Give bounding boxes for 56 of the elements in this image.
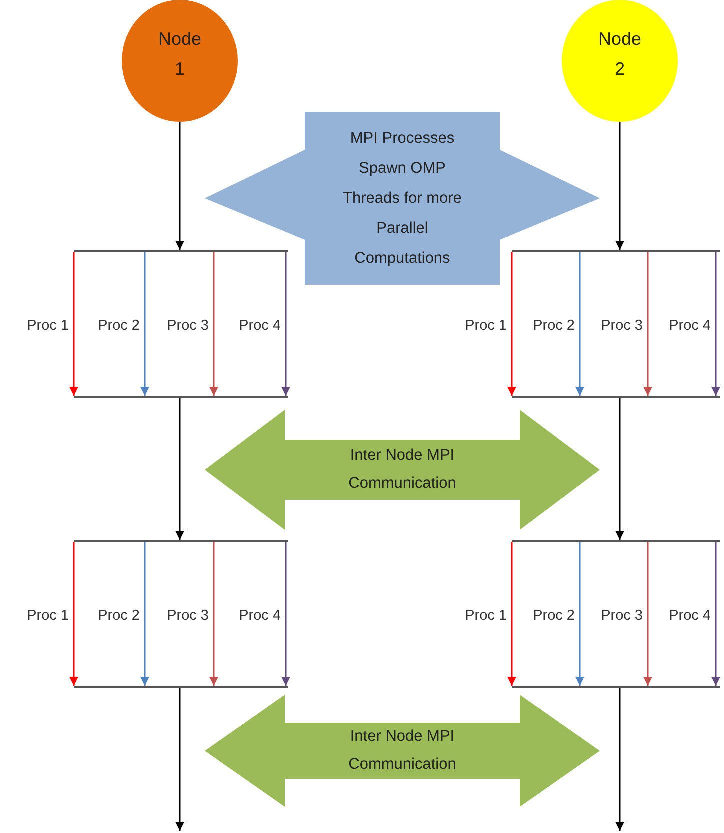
arrow xyxy=(70,542,78,686)
bar-line xyxy=(74,540,288,542)
process-label: Proc 4 xyxy=(239,318,281,334)
process-label: Proc 1 xyxy=(27,608,69,624)
process-label: Proc 3 xyxy=(601,608,643,624)
arrow xyxy=(176,398,184,540)
arrow xyxy=(616,122,624,250)
node-circle xyxy=(562,0,678,122)
bar-line xyxy=(74,250,288,252)
arrow xyxy=(140,542,150,686)
arrow xyxy=(576,542,584,686)
process-label: Proc 1 xyxy=(27,318,69,334)
process-label: Proc 1 xyxy=(465,318,507,334)
process-label: Proc 3 xyxy=(167,608,209,624)
process-label: Proc 2 xyxy=(98,318,140,334)
bar-line xyxy=(74,396,288,398)
callout-text: Inter Node MPI Communication xyxy=(348,727,458,775)
arrow xyxy=(70,252,78,396)
process-label: Proc 3 xyxy=(601,318,643,334)
process-label: Proc 2 xyxy=(533,608,575,624)
callout-text: Inter Node MPI Communication xyxy=(348,446,458,494)
process-label: Proc 4 xyxy=(669,608,711,624)
bar-line xyxy=(512,396,720,398)
double-arrow-callout xyxy=(205,112,600,285)
node-circle xyxy=(122,0,238,122)
node-label: Node 2 xyxy=(597,28,643,81)
double-arrow-callout xyxy=(205,695,600,807)
node-label: Node 1 xyxy=(157,28,203,81)
process-label: Proc 1 xyxy=(465,608,507,624)
process-label: Proc 2 xyxy=(98,608,140,624)
arrow xyxy=(616,688,624,831)
arrow xyxy=(508,542,516,686)
arrow xyxy=(712,252,720,396)
arrow xyxy=(140,252,150,396)
arrow xyxy=(712,542,720,686)
arrow xyxy=(282,542,290,686)
arrow xyxy=(210,252,218,396)
arrow xyxy=(616,398,624,540)
arrow xyxy=(644,252,652,396)
arrow xyxy=(576,252,584,396)
process-label: Proc 4 xyxy=(669,318,711,334)
double-arrow-callout xyxy=(205,410,600,530)
bar-line xyxy=(74,686,288,688)
arrow xyxy=(176,122,184,250)
arrow xyxy=(644,542,652,686)
bar-line xyxy=(512,540,720,542)
arrow xyxy=(210,542,218,686)
bar-line xyxy=(512,686,720,688)
arrow xyxy=(282,252,290,396)
callout-text: MPI Processes Spawn OMP Threads for more Parallel Computations xyxy=(342,129,463,269)
process-label: Proc 3 xyxy=(167,318,209,334)
process-label: Proc 2 xyxy=(533,318,575,334)
arrow xyxy=(508,252,516,396)
process-label: Proc 4 xyxy=(239,608,281,624)
bar-line xyxy=(512,250,720,252)
arrow xyxy=(176,688,184,831)
